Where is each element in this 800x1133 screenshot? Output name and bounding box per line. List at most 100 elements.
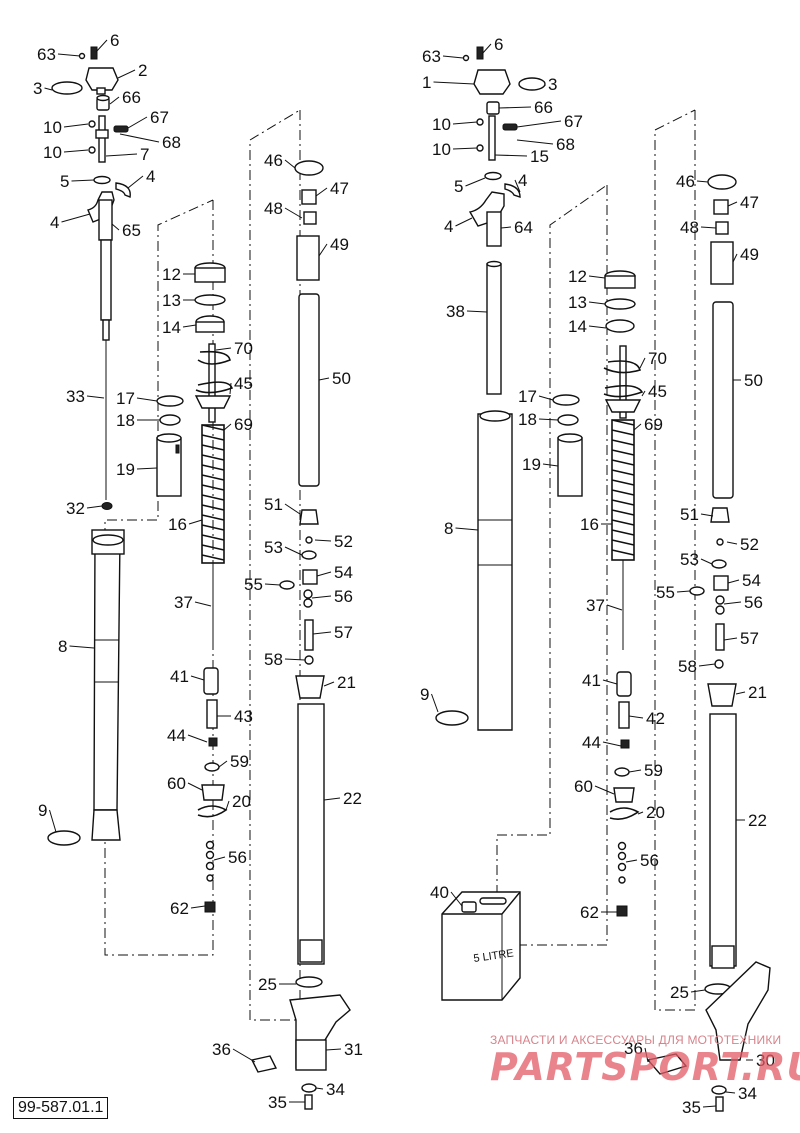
right-leader-56 [625,859,638,863]
left-leader-41 [190,675,205,681]
left-leader-8 [69,645,95,649]
left-callout-43: 43 [234,707,253,726]
right-callout-60: 60 [574,777,593,796]
right-leader-10 [452,147,478,150]
right-callout-19: 19 [522,455,541,474]
right-callout-10: 10 [432,115,451,134]
right-leader-14 [588,325,607,329]
right-callout-63: 63 [422,47,441,66]
left-callout-53: 53 [264,538,283,557]
right-leader-40 [450,891,463,907]
right-callout-70: 70 [648,349,667,368]
right-callout-37: 37 [586,596,605,615]
right-callout-51: 51 [680,505,699,524]
right-leader-58 [698,663,716,667]
left-callout-25: 25 [258,975,277,994]
right-callout-53: 53 [680,550,699,569]
right-callout-17: 17 [518,387,537,406]
right-leader-59 [628,769,642,773]
left-callout-51: 51 [264,495,283,514]
left-callout-10: 10 [43,118,62,137]
right-callout-58: 58 [678,657,697,676]
left-callout-2: 2 [138,61,147,80]
watermark-logo: PARTSPORT.RU [490,1045,800,1089]
right-outer-tube-parts [646,174,771,1112]
left-callout-16: 16 [168,515,187,534]
left-callout-12: 12 [162,265,181,284]
right-callout-66: 66 [534,98,553,117]
right-leader-18 [538,418,559,421]
right-leader-19 [542,463,559,467]
right-leader-67 [516,120,562,128]
left-callout-14: 14 [162,318,181,337]
left-leader-9 [49,809,57,833]
right-leader-55 [676,590,691,593]
left-callout-67: 67 [150,108,169,127]
left-callout-4: 4 [50,213,59,232]
right-leader-38 [466,310,488,313]
right-callout-55: 55 [656,583,675,602]
left-leader-56 [213,856,226,861]
right-leader-60 [594,785,615,795]
right-callout-10: 10 [432,140,451,159]
right-leader-41 [602,679,618,685]
left-callout-70: 70 [234,339,253,358]
right-callout-1: 1 [422,73,431,92]
right-leader-52 [726,541,738,545]
right-callout-35: 35 [682,1098,701,1117]
left-callout-19: 19 [116,460,135,479]
left-callout-20: 20 [232,792,251,811]
right-leader-51 [700,513,714,517]
left-leader-70 [215,347,232,351]
right-callout-4: 4 [444,217,453,236]
right-callout-4: 4 [518,171,527,190]
right-leader-5 [465,177,486,187]
right-leader-4 [514,179,521,193]
left-callout-22: 22 [343,789,362,808]
right-callout-44: 44 [582,733,601,752]
left-leader-19 [136,467,158,470]
right-callout-49: 49 [740,245,759,264]
right-leader-36 [644,1047,649,1063]
right-leader-49 [732,253,738,263]
right-callout-59: 59 [644,761,663,780]
left-callout-31: 31 [344,1040,363,1059]
left-leader-53 [284,546,303,556]
left-leader-46 [284,159,296,169]
left-callout-49: 49 [330,235,349,254]
left-leader-58 [284,658,306,661]
left-callout-45: 45 [234,374,253,393]
right-callout-50: 50 [744,371,763,390]
left-outer-tube-parts [250,160,351,1110]
left-leader-48 [284,207,303,219]
right-callout-14: 14 [568,317,587,336]
right-callout-56: 56 [640,851,659,870]
right-leader-15 [494,154,528,157]
left-leader-49 [318,243,328,257]
left-callout-8: 8 [58,637,67,656]
right-callout-36: 36 [624,1039,643,1058]
left-leader-45 [229,382,232,395]
left-callout-41: 41 [170,667,189,686]
left-callout-56: 56 [334,587,353,606]
left-leader-34 [315,1087,324,1090]
left-leader-14 [182,324,197,328]
left-callout-4: 4 [146,167,155,186]
left-leader-57 [312,631,332,635]
right-callout-25: 25 [670,983,689,1002]
left-callout-33: 33 [66,387,85,406]
right-leader-48 [700,226,717,229]
left-leader-4 [127,175,144,189]
left-leader-68 [119,133,160,143]
assembly-guides [104,109,696,1021]
right-callout-68: 68 [556,135,575,154]
left-callout-59: 59 [230,752,249,771]
right-leader-54 [727,579,740,584]
right-callout-6: 6 [494,35,503,54]
right-leader-21 [735,691,746,695]
right-leader-56 [723,601,742,605]
right-leader-17 [538,395,554,401]
left-leader-4 [61,213,91,223]
